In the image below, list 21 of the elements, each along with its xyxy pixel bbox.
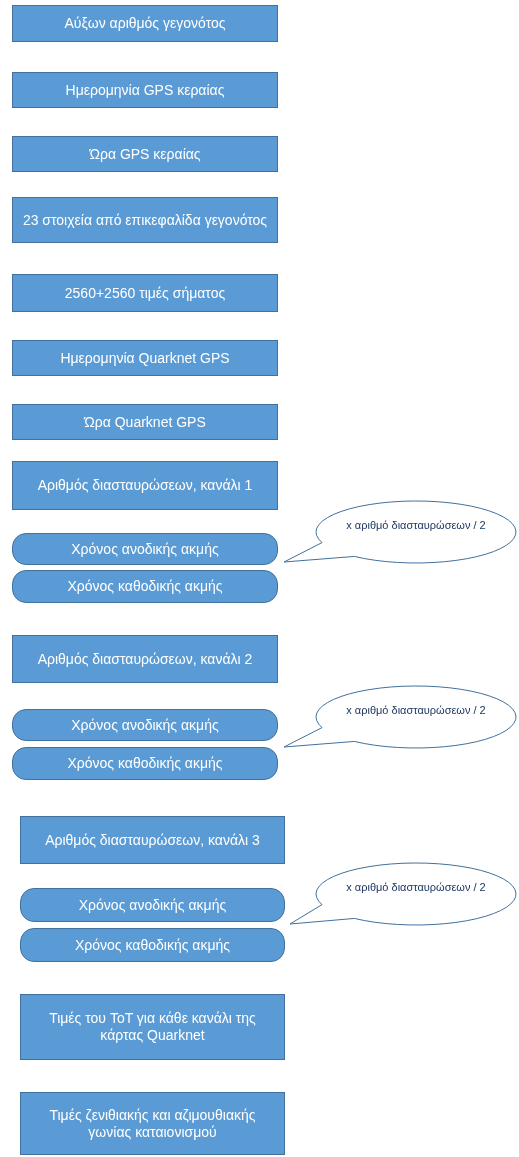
record-field-box: Ώρα Quarknet GPS	[12, 404, 278, 440]
timing-field-box: Χρόνος ανοδικής ακμής	[12, 533, 278, 565]
record-field-box: Τιμές του ToT για κάθε κανάλι της κάρτας Quarknet	[20, 994, 285, 1060]
timing-field-box: Χρόνος καθοδικής ακμής	[12, 747, 278, 780]
record-field-box: 2560+2560 τιμές σήματος	[12, 274, 278, 312]
timing-field-box: Χρόνος ανοδικής ακμής	[20, 888, 285, 922]
record-field-box: Αριθμός διασταυρώσεων, κανάλι 1	[12, 461, 278, 510]
record-field-box: Τιμές ζενιθιακής και αζιμουθιακής γωνίας καταιονισμού	[20, 1092, 285, 1155]
record-field-box: Ώρα GPS κεραίας	[12, 136, 278, 172]
record-field-box: 23 στοιχεία από επικεφαλίδα γεγονότος	[12, 197, 278, 243]
timing-field-box: Χρόνος ανοδικής ακμής	[12, 709, 278, 741]
timing-field-box: Χρόνος καθοδικής ακμής	[20, 928, 285, 962]
record-field-box: Ημερομηνία GPS κεραίας	[12, 72, 278, 108]
record-field-box: Αύξων αριθμός γεγονότος	[12, 5, 278, 42]
bubble-note: x αριθμό διασταυρώσεων / 2	[346, 518, 486, 532]
timing-field-box: Χρόνος καθοδικής ακμής	[12, 570, 278, 603]
bubble-note: x αριθμό διασταυρώσεων / 2	[346, 703, 486, 717]
record-field-box: Αριθμός διασταυρώσεων, κανάλι 3	[20, 816, 285, 864]
bubble-note: x αριθμό διασταυρώσεων / 2	[346, 880, 486, 894]
record-field-box: Αριθμός διασταυρώσεων, κανάλι 2	[12, 635, 278, 683]
record-field-box: Ημερομηνία Quarknet GPS	[12, 340, 278, 376]
